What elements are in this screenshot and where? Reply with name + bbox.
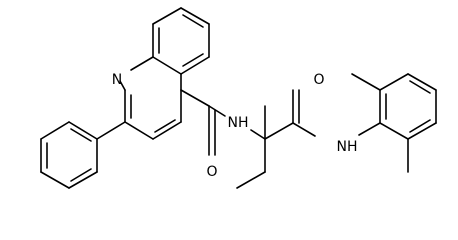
- bond: [130, 56, 154, 71]
- bond: [292, 122, 316, 137]
- bond-inner: [409, 80, 431, 94]
- bond-inner: [182, 53, 204, 67]
- bond: [379, 122, 409, 140]
- bond: [236, 171, 266, 189]
- bond: [180, 7, 210, 25]
- bond: [40, 121, 70, 140]
- atom-label-amide-o-right: O: [313, 72, 324, 88]
- bond: [208, 105, 226, 117]
- atom-label-amide-o-left: O: [206, 164, 217, 180]
- atom-label-amide-nh-left: NH: [228, 115, 249, 131]
- bond: [180, 56, 210, 75]
- bond: [250, 129, 266, 140]
- chemical-structure-canvas: N NH O O NH: [40, 7, 437, 189]
- bond: [40, 171, 70, 189]
- bond: [152, 121, 182, 140]
- bond: [152, 7, 182, 25]
- bond: [96, 121, 126, 140]
- chemical-structure: N NH O O NH: [40, 7, 437, 189]
- bond-inner: [70, 168, 92, 182]
- bond: [379, 73, 409, 91]
- bond: [407, 73, 437, 91]
- atom-labels: N NH O O NH: [112, 72, 358, 180]
- bond: [68, 121, 98, 140]
- bond-inner: [409, 119, 431, 133]
- bond: [68, 171, 98, 189]
- bond: [124, 121, 154, 140]
- atom-label-amide-nh-right: NH: [337, 139, 358, 155]
- bond: [407, 122, 437, 140]
- bonds: [40, 7, 437, 189]
- bond: [264, 122, 294, 140]
- bond: [351, 73, 381, 91]
- bond-inner: [182, 14, 204, 28]
- bond-inner: [70, 128, 92, 142]
- bond: [358, 122, 381, 136]
- atom-label-quinoline-n: N: [112, 72, 122, 88]
- bond: [119, 80, 126, 91]
- bond: [180, 89, 210, 107]
- bond-inner: [154, 119, 176, 133]
- bond: [152, 56, 182, 75]
